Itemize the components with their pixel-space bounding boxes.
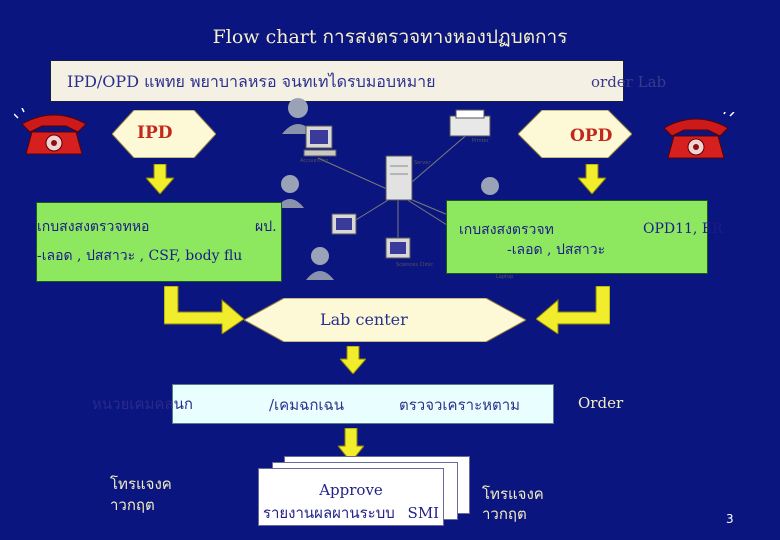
server-caption: Server bbox=[414, 160, 431, 166]
arrow-opd-to-lab bbox=[536, 286, 610, 334]
approve-line1: Approve bbox=[319, 481, 383, 499]
ipd-label: IPD bbox=[137, 123, 173, 143]
ipd-box-line1: เกบสงสงตรวจทหอ bbox=[37, 219, 150, 235]
ipd-box-line2: -เลอด , ปสสาวะ , CSF, body flu bbox=[37, 248, 243, 264]
phone-note-right-line1: โทรแจงค bbox=[482, 485, 544, 503]
order-label: Order bbox=[578, 394, 624, 412]
arrow-down-right bbox=[578, 164, 606, 194]
telephone-left-icon bbox=[14, 108, 87, 155]
opd-box-line1b: OPD11, ER bbox=[643, 221, 723, 237]
clinic-caption: Sciences Clinic bbox=[396, 262, 434, 268]
analysis-step3: ตรวจวเคราะหตาม bbox=[399, 396, 521, 414]
ipd-box-line1b: ผป. bbox=[255, 219, 277, 235]
opd-hexagon bbox=[518, 110, 632, 158]
order-header-left: IPD/OPD แพทย พยาบาลหรอ จนทเทไดรบมอบหมาย bbox=[67, 72, 436, 91]
opd-box-line2: -เลอด , ปสสาวะ bbox=[507, 242, 606, 258]
phone-note-left-line1: โทรแจงค bbox=[110, 475, 172, 493]
printer-caption: Printer bbox=[472, 138, 489, 144]
page-number: 3 bbox=[726, 512, 734, 526]
opd-box-line1: เกบสงสงตรวจท bbox=[459, 222, 554, 238]
approve-line2b: SMI bbox=[407, 504, 440, 522]
arrow-analysis-down bbox=[338, 428, 364, 462]
analysis-row-box: /เคมฉกเฉน ตรวจวเคราะหตาม bbox=[172, 384, 554, 424]
order-header: IPD/OPD แพทย พยาบาลหรอ จนทเทไดรบมอบหมาย … bbox=[50, 60, 666, 102]
opd-label: OPD bbox=[570, 126, 613, 146]
telephone-right-icon bbox=[663, 112, 735, 159]
approve-line2-wrap: รายงานผลผานระบบ SMI bbox=[259, 501, 443, 525]
arrow-lab-down bbox=[340, 346, 366, 374]
ipd-specimen-box: เกบสงสงตรวจทหอ ผป. -เลอด , ปสสาวะ , CSF,… bbox=[36, 202, 282, 282]
approve-box: Approve รายงานผลผานระบบ SMI bbox=[258, 468, 444, 526]
lab-center-label: Lab center bbox=[320, 310, 408, 329]
phone-note-right-line2: าวกฤต bbox=[482, 505, 527, 523]
approve-line2: รายงานผลผานระบบ bbox=[262, 504, 395, 522]
ipd-hexagon bbox=[112, 110, 216, 158]
arrow-ipd-to-lab bbox=[164, 286, 244, 334]
arrow-down-left bbox=[146, 164, 174, 194]
phone-note-left-line2: าวกฤต bbox=[110, 496, 155, 514]
page-title: Flow chart การสงตรวจทางหองปฏบตการ bbox=[212, 26, 568, 48]
lab-center-hexagon bbox=[244, 298, 526, 342]
analysis-step2: /เคมฉกเฉน bbox=[269, 396, 344, 414]
order-header-right: order Lab bbox=[591, 73, 667, 91]
analysis-unit-label: หนวยเคมคลนก bbox=[92, 395, 193, 413]
opd-specimen-box: เกบสงสงตรวจท OPD11, ER -เลอด , ปสสาวะ bbox=[446, 200, 723, 274]
accounting-caption: Accounting bbox=[300, 158, 328, 164]
laptop-caption: Laptop bbox=[496, 274, 514, 280]
